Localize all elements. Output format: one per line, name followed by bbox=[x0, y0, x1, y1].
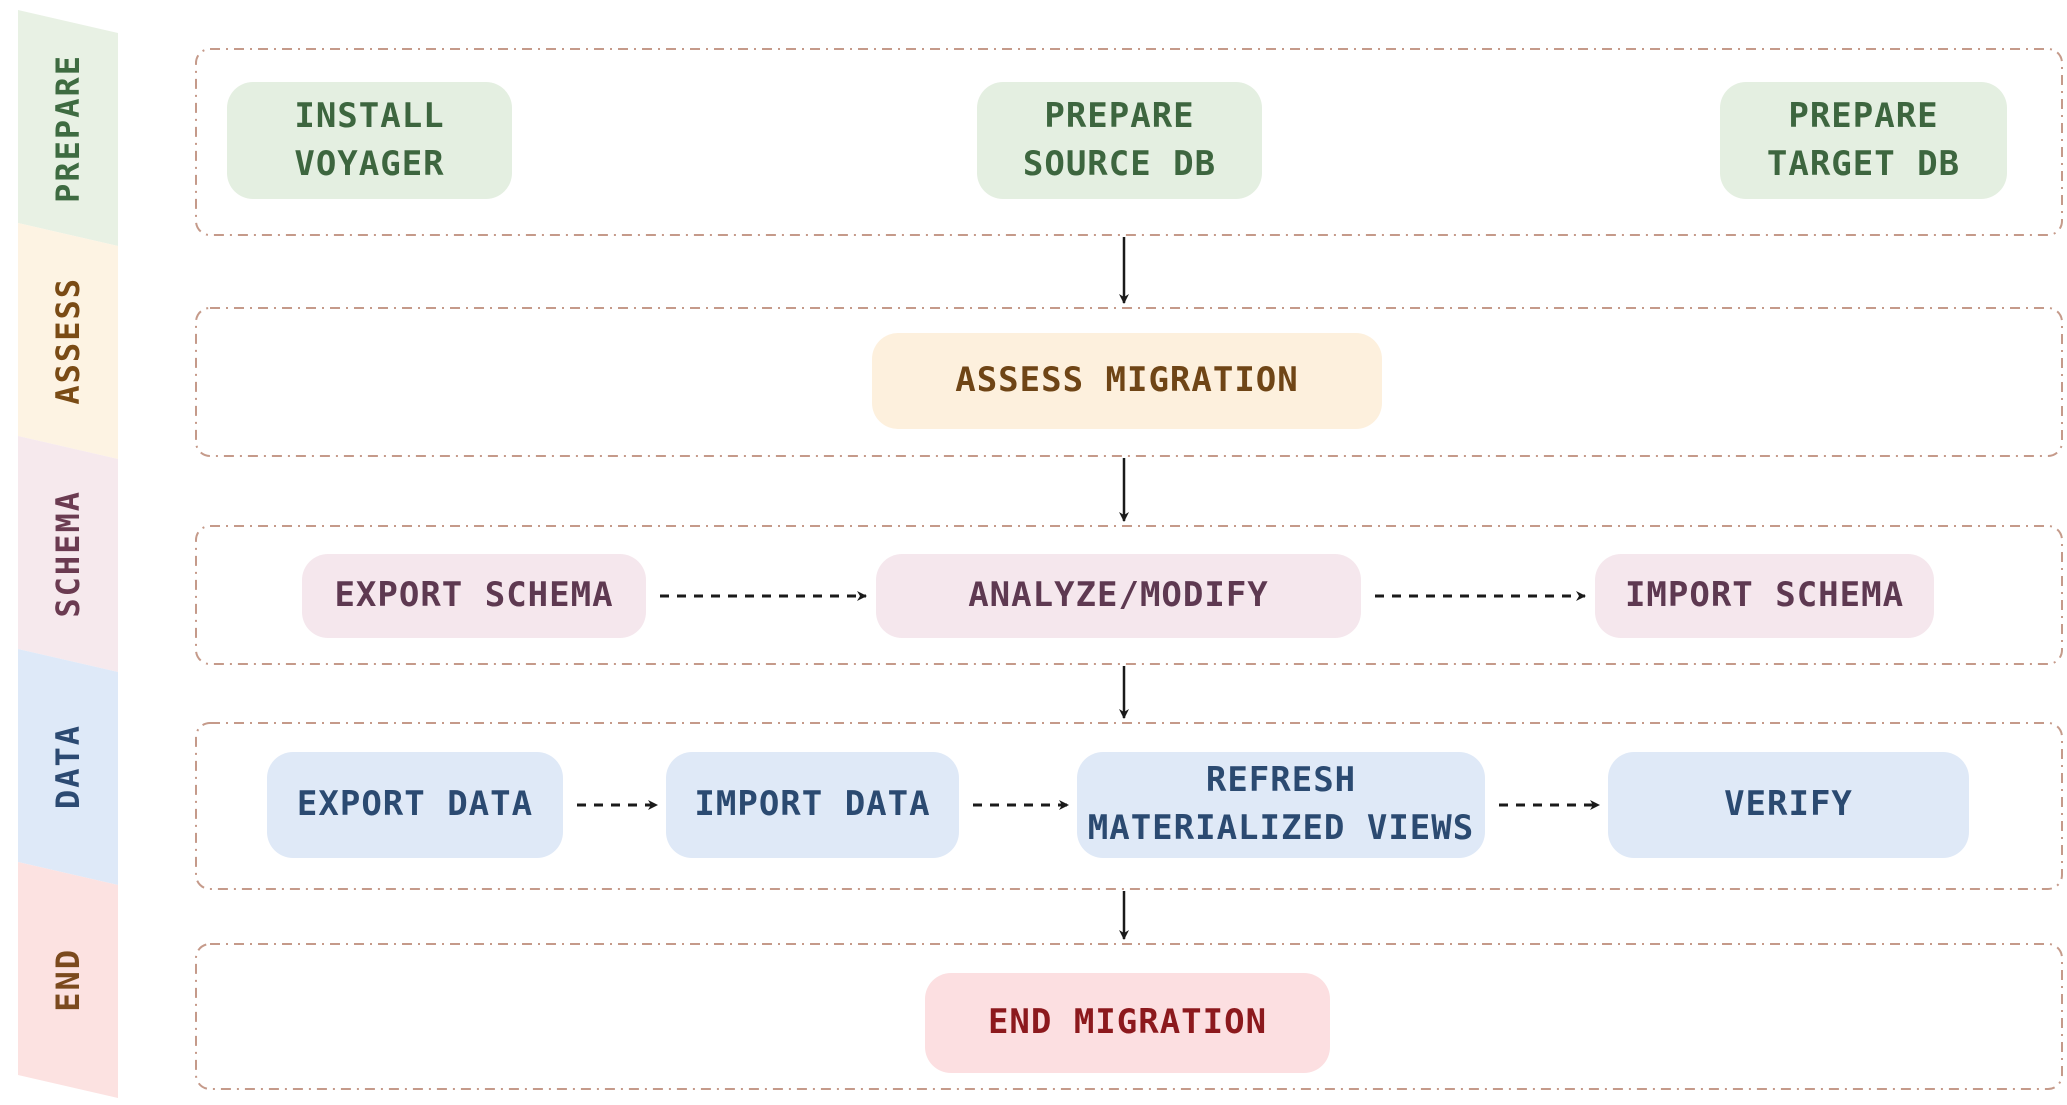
phase-label-end: END bbox=[49, 948, 87, 1012]
node-label-line: PREPARE bbox=[1044, 95, 1195, 136]
node-label-line: INSTALL bbox=[294, 95, 445, 136]
node-label-line: EXPORT SCHEMA bbox=[334, 575, 614, 616]
phase-band-prepare: PREPARE bbox=[18, 10, 118, 246]
node-install-voyager: INSTALL VOYAGER bbox=[227, 82, 512, 199]
node-label-line: ANALYZE/MODIFY bbox=[968, 575, 1269, 616]
node-label-line: TARGET DB bbox=[1766, 143, 1961, 184]
lane-border bbox=[195, 943, 2063, 1090]
phase-band-assess: ASSESS bbox=[18, 223, 118, 459]
node-refresh-materialized-views: REFRESH MATERIALIZED VIEWS bbox=[1077, 752, 1485, 858]
node-prepare-target-db: PREPARE TARGET DB bbox=[1720, 82, 2007, 199]
phase-label-prepare: PREPARE bbox=[49, 53, 87, 203]
node-analyze-modify: ANALYZE/MODIFY bbox=[876, 554, 1361, 638]
node-label-line: IMPORT SCHEMA bbox=[1624, 575, 1905, 616]
node-label-line: MATERIALIZED VIEWS bbox=[1087, 808, 1475, 848]
phase-label-data: DATA bbox=[49, 724, 87, 810]
node-end-migration: END MIGRATION bbox=[925, 973, 1330, 1073]
lane-assess bbox=[195, 307, 2063, 457]
node-label-line: ASSESS MIGRATION bbox=[955, 360, 1299, 401]
lane-schema bbox=[195, 525, 2063, 665]
phase-label-schema: SCHEMA bbox=[49, 490, 87, 618]
node-import-schema: IMPORT SCHEMA bbox=[1595, 554, 1934, 638]
phase-band-end: END bbox=[18, 862, 118, 1098]
node-export-schema: EXPORT SCHEMA bbox=[302, 554, 646, 638]
phase-band-schema: SCHEMA bbox=[18, 436, 118, 672]
node-label-line: REFRESH bbox=[1205, 760, 1357, 801]
node-label-line: EXPORT DATA bbox=[296, 784, 534, 825]
node-label-line: VERIFY bbox=[1724, 784, 1853, 825]
node-label-line: VOYAGER bbox=[294, 143, 445, 184]
lane-data bbox=[195, 722, 2063, 890]
node-assess-migration: ASSESS MIGRATION bbox=[872, 333, 1382, 429]
lane-prepare bbox=[195, 48, 2063, 236]
node-label-line: SOURCE DB bbox=[1022, 143, 1217, 184]
lane-border bbox=[195, 307, 2063, 457]
phase-band-data: DATA bbox=[18, 649, 118, 885]
phase-sidebar: PREPARE ASSESS SCHEMA DATA END bbox=[18, 10, 118, 1105]
node-label-line: PREPARE bbox=[1788, 95, 1939, 136]
lane-border bbox=[195, 48, 2063, 236]
node-export-data: EXPORT DATA bbox=[267, 752, 563, 858]
node-label-line: IMPORT DATA bbox=[694, 784, 931, 825]
node-label-line: END MIGRATION bbox=[987, 1002, 1268, 1043]
lane-border bbox=[195, 722, 2063, 890]
node-prepare-source-db: PREPARE SOURCE DB bbox=[977, 82, 1262, 199]
lane-end bbox=[195, 943, 2063, 1090]
node-verify: VERIFY bbox=[1608, 752, 1969, 858]
node-import-data: IMPORT DATA bbox=[666, 752, 959, 858]
lane-border bbox=[195, 525, 2063, 665]
phase-label-assess: ASSESS bbox=[49, 277, 87, 405]
